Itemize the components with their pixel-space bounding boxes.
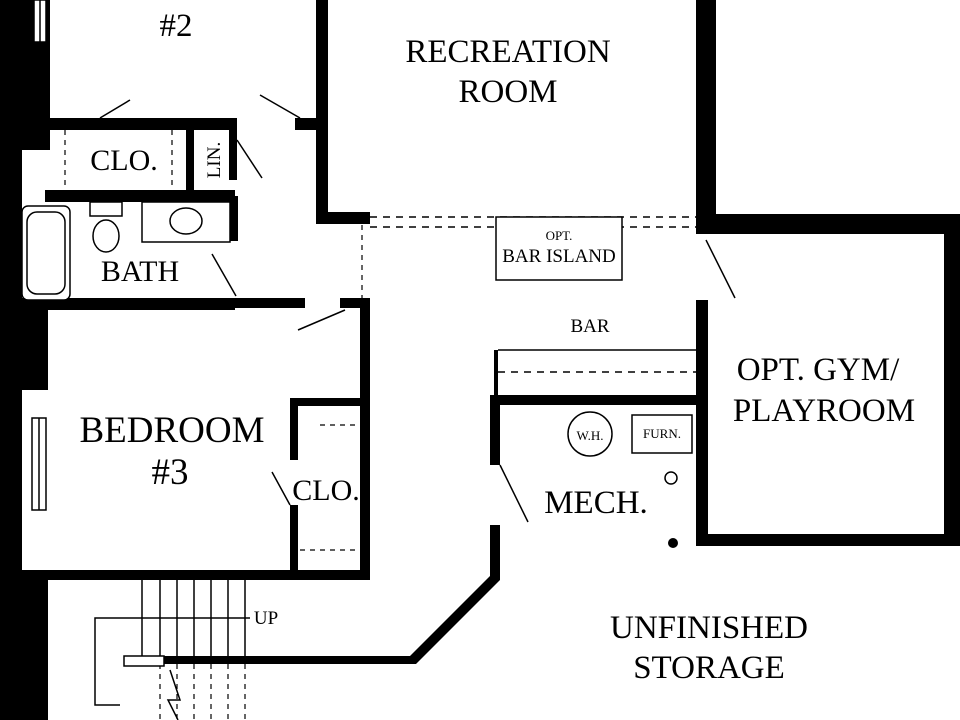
water-heater-label: W.H.: [577, 428, 604, 443]
bar-label: BAR: [570, 316, 609, 337]
room-label-bedroom3: #3: [152, 452, 189, 493]
room-label-storage: UNFINISHED: [610, 610, 808, 646]
bar-island-label: BAR ISLAND: [502, 246, 615, 267]
room-label-linen: LIN.: [204, 142, 225, 178]
furnace-label: FURN.: [643, 426, 681, 441]
closets: [64, 130, 360, 551]
room-label-gym: OPT. GYM/: [737, 352, 900, 388]
room-label-bedroom3: BEDROOM: [79, 410, 264, 451]
mech-equipment: [567, 411, 693, 548]
left-wall-segment: [18, 300, 48, 390]
door-hall: [259, 94, 301, 119]
bedroom3-bottom-wall: [45, 570, 370, 580]
linen-right-wall: [229, 118, 237, 180]
stair-arrow: [94, 617, 250, 706]
stairs-up-label: UP: [254, 608, 278, 629]
sink: [169, 207, 203, 235]
toilet-bowl: [92, 219, 120, 253]
mech-top-wall: [490, 395, 702, 405]
hall-bottom-wall: [235, 298, 305, 308]
furnace: [631, 414, 693, 454]
door-bedroom2: [99, 99, 131, 119]
toilet-tank: [89, 201, 123, 217]
closet3-top-wall: [290, 398, 366, 406]
room-label-mech: MECH.: [544, 485, 648, 521]
room-label-recreation: ROOM: [458, 74, 557, 110]
door-gym: [705, 239, 736, 299]
door-linen: [236, 139, 263, 179]
door-bedroom3: [297, 309, 346, 331]
closet3-left-wall: [290, 505, 298, 575]
closet-bottom-wall: [45, 190, 235, 202]
door-mech: [499, 464, 529, 523]
windows: [31, 0, 47, 511]
door-closet3: [271, 471, 291, 506]
room-label-bath: BATH: [101, 255, 179, 288]
left-exterior-wall: [0, 0, 22, 720]
water-heater: [567, 411, 613, 457]
room-label-gym: PLAYROOM: [733, 393, 915, 429]
recreation-bar: [370, 216, 696, 373]
room-label-closet-upper: CLO.: [90, 144, 158, 177]
recreation-left-wall: [316, 0, 328, 218]
doors: [99, 94, 736, 523]
stair-landing: [123, 655, 165, 667]
bath-right-wall: [230, 196, 238, 241]
left-wall-segment: [18, 570, 48, 720]
recreation-bottom-left-wall: [316, 212, 370, 224]
room-label-bedroom2: #2: [160, 8, 193, 44]
hall-bottom-wall: [340, 298, 370, 308]
gym-right-wall: [944, 214, 960, 546]
mech-left-wall: [490, 525, 500, 575]
stair-break: [166, 669, 182, 720]
bedroom2-bottom-wall: [45, 118, 235, 130]
bath-left-wall: [10, 196, 22, 310]
gym-left-wall: [696, 300, 708, 546]
column-post: [668, 538, 678, 548]
recreation-right-wall: [696, 0, 716, 230]
labels: #2 RECREATION ROOM CLO. LIN. BATH OPT. B…: [79, 8, 915, 686]
gym-bottom-wall: [696, 534, 960, 546]
bar-island-label: OPT.: [546, 228, 573, 243]
gym-top-wall: [696, 214, 960, 234]
bath-fixtures: [21, 201, 231, 301]
mech-left-wall: [490, 395, 500, 465]
room-label-closet-lower: CLO.: [292, 474, 360, 507]
closet3-left-wall: [290, 398, 298, 460]
room-label-recreation: RECREATION: [405, 34, 611, 70]
bath-bottom-wall: [10, 298, 235, 310]
bar-counter-edge: [494, 350, 498, 395]
closet-divider-wall: [186, 118, 194, 202]
floor-drain: [664, 471, 678, 485]
bar-island: [495, 216, 623, 281]
bathtub-inner: [26, 211, 66, 295]
door-bath: [211, 253, 237, 297]
bedroom3-right-wall: [360, 298, 370, 578]
room-label-storage: STORAGE: [633, 650, 785, 686]
stairs: [94, 578, 250, 720]
